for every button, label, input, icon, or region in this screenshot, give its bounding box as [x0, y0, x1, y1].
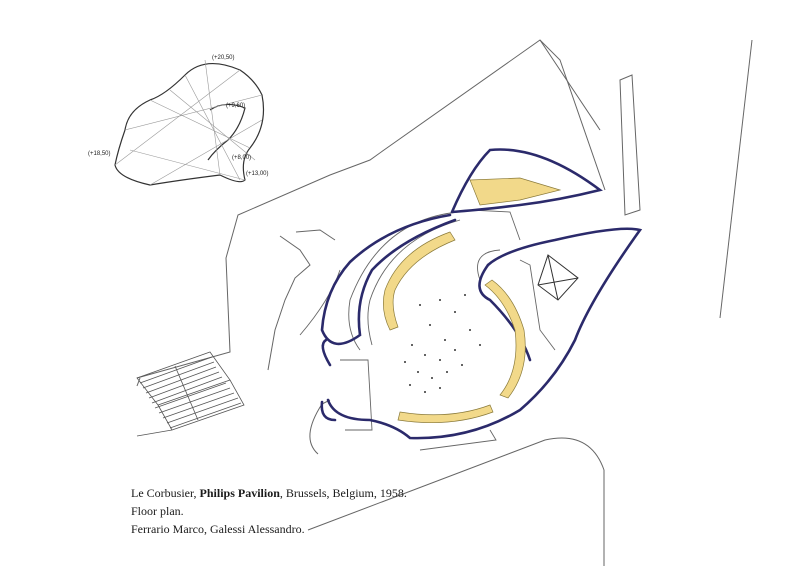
seating-north — [383, 231, 456, 331]
site-outline — [136, 39, 753, 566]
elevation-label: (+13,00) — [246, 171, 269, 177]
elevation-label: (+18,50) — [88, 151, 111, 157]
wall-south-outer — [320, 400, 337, 422]
seating-tower — [469, 177, 562, 206]
seating-east — [484, 279, 526, 399]
tower-marker — [537, 254, 579, 301]
seating-south — [397, 404, 494, 423]
caption: Le Corbusier, Philips Pavilion, Brussels… — [131, 484, 407, 538]
entrance-ramp — [136, 351, 245, 437]
caption-author: Le Corbusier, — [131, 486, 200, 500]
elevation-label: (+9,60) — [226, 103, 245, 109]
caption-line-2: Floor plan. — [131, 504, 184, 518]
wall-west — [321, 338, 332, 367]
caption-title: Philips Pavilion — [199, 486, 280, 500]
visitor-dots — [404, 294, 481, 393]
caption-line-1: Le Corbusier, Philips Pavilion, Brussels… — [131, 484, 407, 502]
wall-north — [320, 213, 457, 346]
wall-tower — [450, 148, 603, 214]
caption-place-date: , Brussels, Belgium, 1958. — [279, 486, 407, 500]
section-key-diagram — [114, 59, 265, 186]
seating-strips — [383, 177, 562, 423]
elevation-labels: (+20,50) (+9,60) (+18,50) (+8,00) (+13,0… — [88, 55, 269, 177]
wall-south — [326, 227, 643, 440]
caption-line-3: Ferrario Marco, Galessi Alessandro. — [131, 522, 305, 536]
elevation-label: (+8,00) — [232, 155, 251, 161]
elevation-label: (+20,50) — [212, 55, 235, 61]
